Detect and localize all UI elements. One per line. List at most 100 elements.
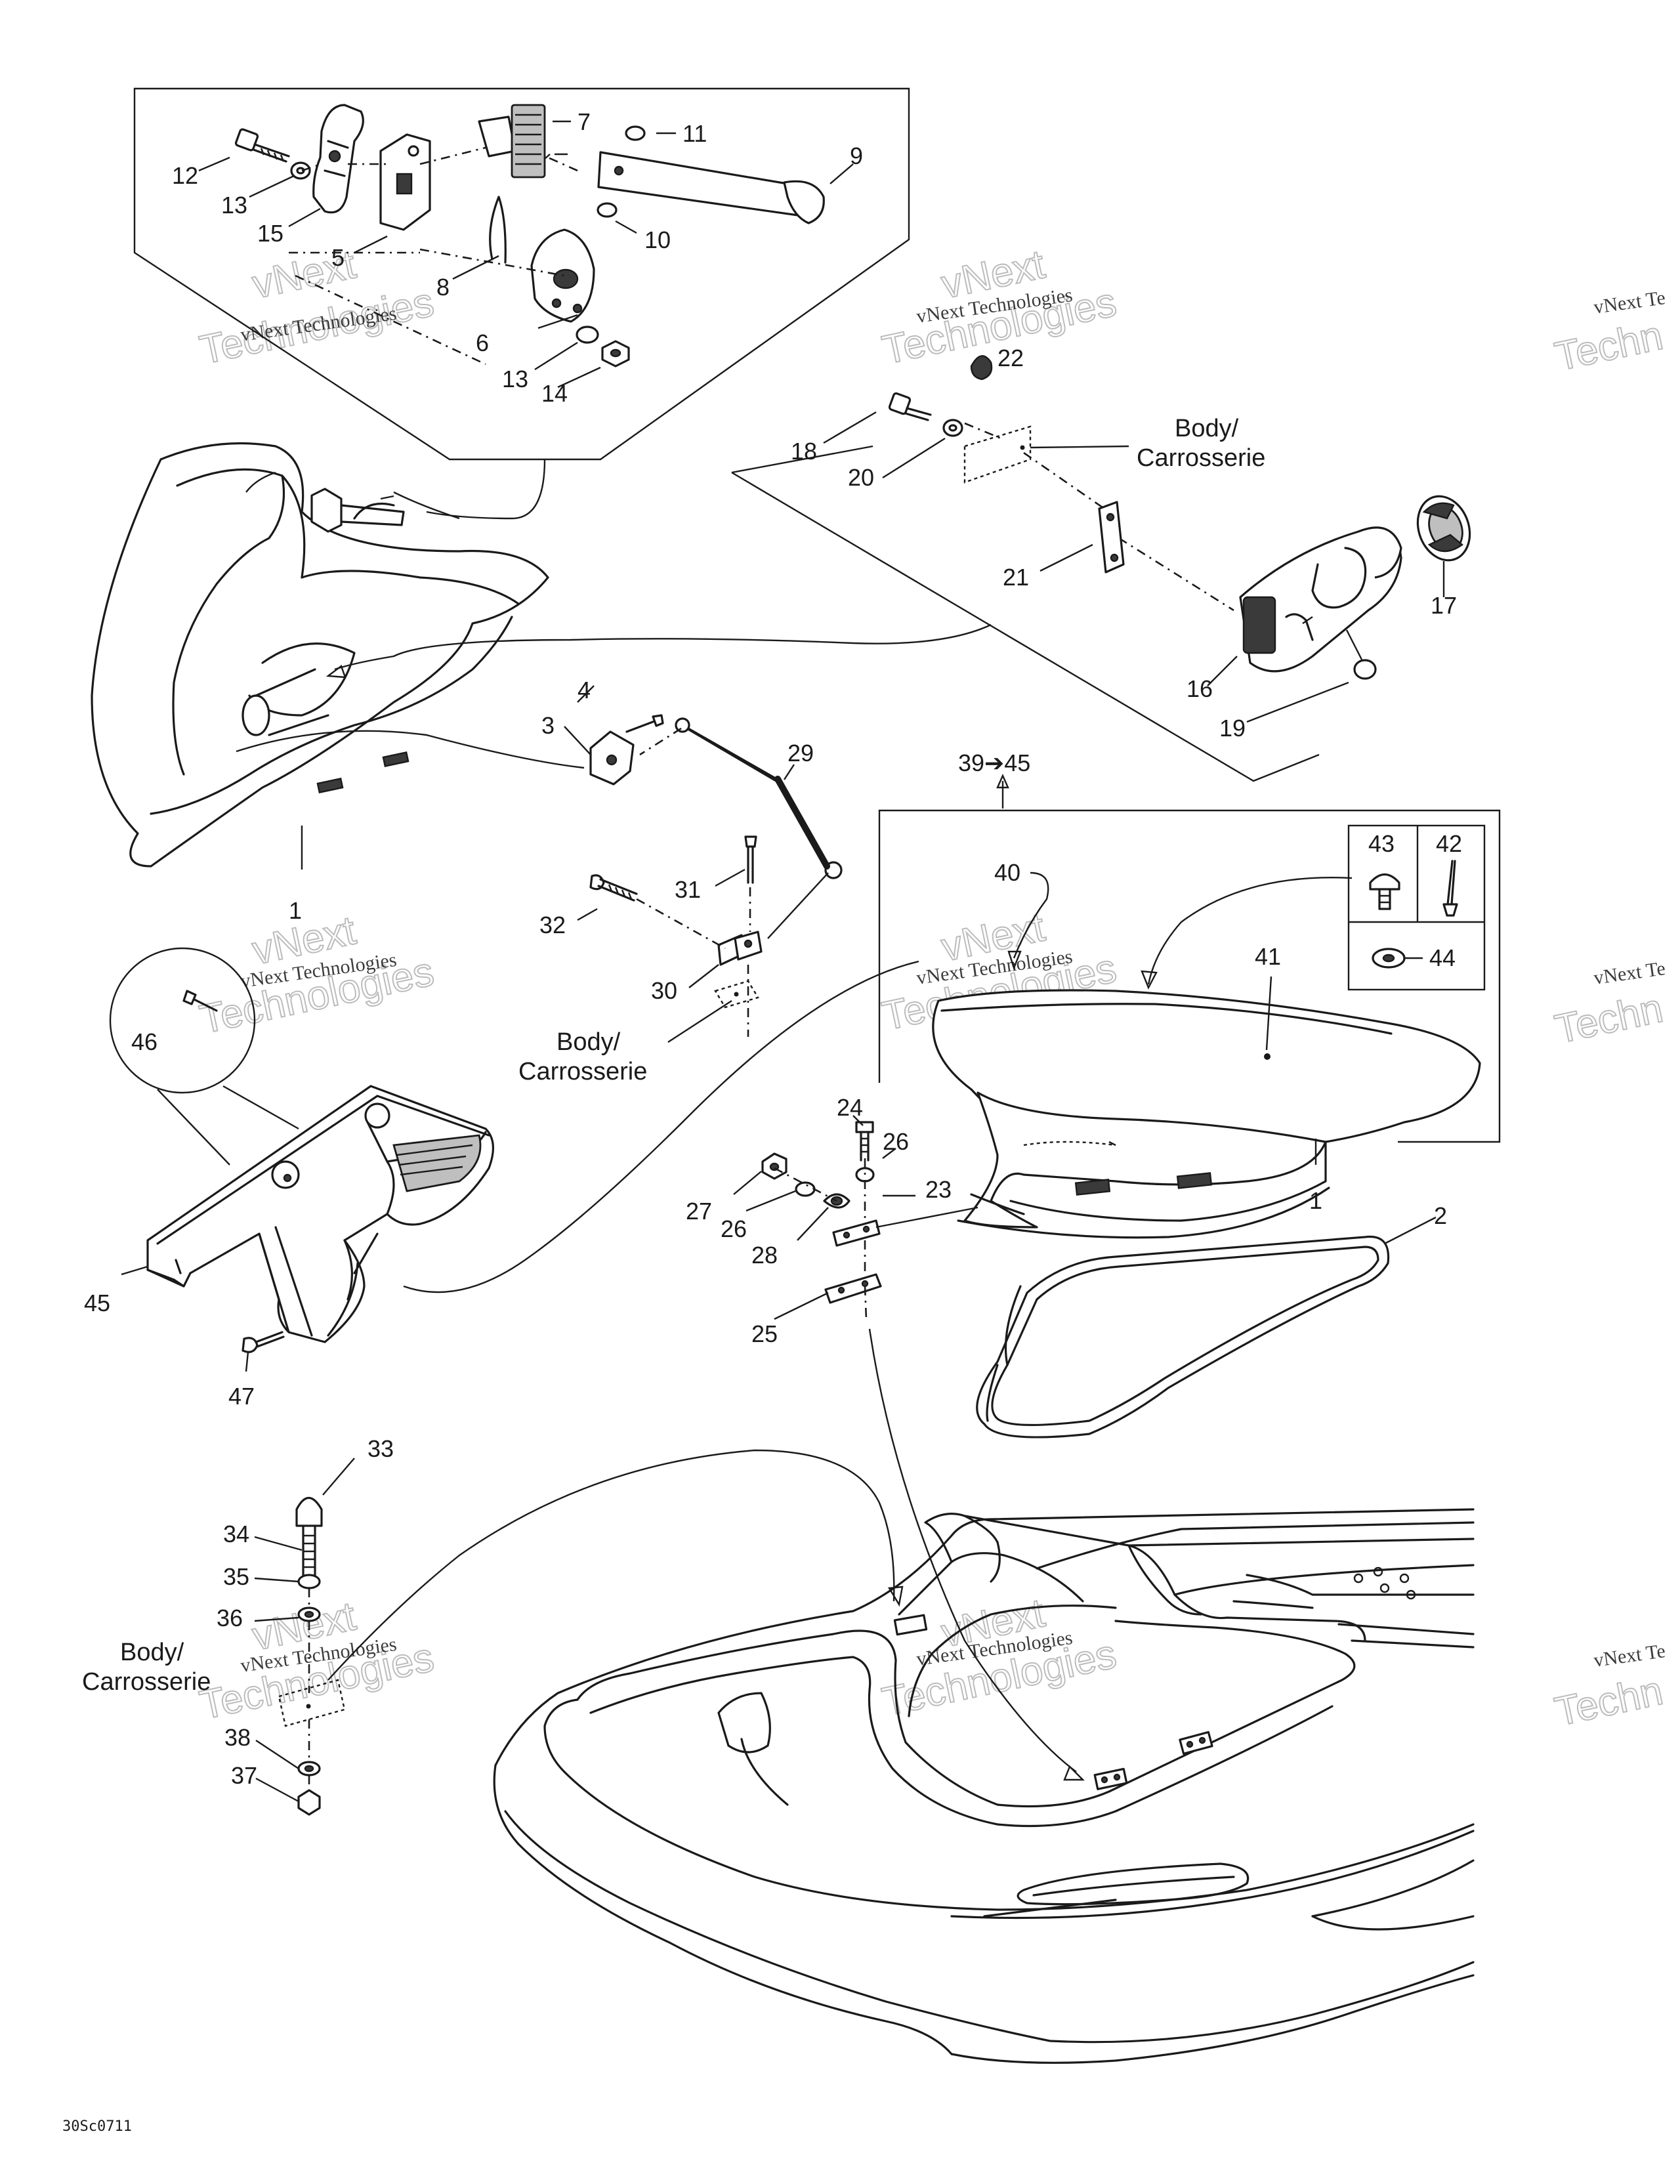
nut-icon (597, 202, 618, 218)
screw-icon (589, 874, 638, 902)
callout-39-45: 39➔45 (958, 749, 1030, 776)
washer-icon (576, 326, 599, 344)
callout-37: 37 (231, 1762, 257, 1789)
washer-icon (942, 419, 963, 437)
callout-43: 43 (1368, 830, 1395, 857)
callout-7: 7 (578, 108, 591, 135)
callout-47: 47 (228, 1383, 255, 1410)
nut-icon (297, 1789, 321, 1816)
callout-6: 6 (476, 329, 489, 356)
callout-35: 35 (223, 1563, 249, 1590)
watermark: vNext Technologies vNext Technologies (878, 1589, 1121, 1725)
carrosserie-label-top: Carrosserie (1137, 444, 1265, 472)
callout-15: 15 (257, 220, 284, 247)
seat-seal-icon (976, 1235, 1390, 1438)
watermark: vNext Technologies vNext Technologies (196, 241, 438, 373)
bolt-icon (855, 1121, 874, 1162)
callout-29: 29 (788, 740, 814, 766)
callout-5: 5 (331, 244, 345, 271)
callout-21: 21 (1003, 564, 1029, 591)
callout-12: 12 (172, 162, 198, 189)
storage-cup-detail-frame (731, 355, 1471, 782)
body-label-top: Body/ (1175, 415, 1239, 442)
stud-icon (744, 835, 757, 884)
plate-icon (832, 1219, 881, 1247)
callout-36: 36 (217, 1605, 243, 1631)
callout-22: 22 (998, 345, 1024, 371)
callout-28: 28 (751, 1242, 778, 1269)
callout-2: 2 (1434, 1202, 1447, 1229)
hinge-bracket-icon (589, 730, 635, 786)
front-storage-cover (91, 442, 549, 868)
spring-clip-icon (489, 196, 507, 264)
callout-9: 9 (850, 142, 863, 169)
nut-icon (1353, 659, 1377, 680)
rear-handle-icon (146, 1085, 495, 1343)
storage-cup-icon (1239, 526, 1402, 673)
watermark-partial: vNext Te Techn vNext Te Techn vNext Te T… (1551, 287, 1668, 1736)
svg-text:Techn: Techn (1551, 1668, 1667, 1735)
rivet-icon (1369, 873, 1400, 910)
callout-4: 4 (578, 677, 591, 704)
carrosserie-label-low: Carrosserie (82, 1668, 211, 1696)
body-label-mid: Body/ (556, 1028, 621, 1056)
callout-27: 27 (686, 1198, 712, 1225)
callout-26b: 26 (721, 1215, 747, 1242)
leader-lines (121, 120, 1445, 1803)
callout-34: 34 (223, 1521, 249, 1547)
washer-icon (297, 1574, 321, 1589)
callout-31: 31 (675, 876, 701, 903)
callout-16: 16 (1186, 675, 1213, 702)
callout-20: 20 (848, 464, 874, 491)
callout-38: 38 (224, 1724, 251, 1751)
callout-45: 45 (84, 1290, 110, 1316)
svg-text:vNext Te: vNext Te (1592, 957, 1666, 989)
callout-33: 33 (368, 1435, 394, 1462)
seat-detail-frame (878, 774, 1501, 1143)
callout-14: 14 (541, 380, 568, 407)
callout-25: 25 (751, 1320, 778, 1347)
watermark: vNext Technologies vNext Technologies (196, 907, 438, 1043)
latch-icon (478, 104, 546, 178)
callout-1b: 1 (1309, 1187, 1322, 1214)
callout-13b: 13 (502, 366, 528, 392)
callout-10: 10 (644, 226, 671, 253)
cap-icon (1416, 495, 1471, 562)
callout-46: 46 (131, 1028, 158, 1055)
callout-24: 24 (837, 1094, 863, 1121)
gas-spring-icon (675, 717, 843, 879)
figure-reference: 30Sc0711 (62, 2118, 132, 2135)
callout-13: 13 (221, 192, 247, 219)
bumper-bolt-icon (295, 1497, 323, 1576)
callout-1a: 1 (289, 897, 302, 924)
callout-3: 3 (541, 712, 555, 739)
screw-icon (242, 1331, 285, 1353)
nut-icon (761, 1152, 788, 1180)
callout-30: 30 (651, 977, 677, 1004)
watercraft-hull (493, 1508, 1475, 2064)
carrosserie-label-mid: Carrosserie (518, 1058, 647, 1085)
nut-icon (601, 340, 630, 368)
callout-23: 23 (925, 1176, 952, 1203)
callout-8: 8 (436, 274, 450, 301)
callout-11: 11 (682, 120, 707, 147)
pin-icon (625, 714, 664, 733)
bolt-icon (234, 128, 290, 163)
callout-19: 19 (1219, 715, 1246, 742)
callout-41: 41 (1255, 943, 1281, 970)
mount-plate-icon (379, 133, 431, 231)
seat-icon (932, 989, 1481, 1239)
nut-icon (625, 125, 646, 141)
bracket-icon (717, 931, 763, 966)
svg-text:vNext Te: vNext Te (1592, 1640, 1666, 1671)
detail-circle (109, 947, 299, 1166)
handle-bracket-icon (312, 104, 364, 214)
pin-icon (1442, 860, 1458, 917)
washer-icon (290, 161, 311, 180)
washer-icon (795, 1181, 816, 1197)
callout-26a: 26 (883, 1128, 909, 1155)
body-label-low: Body/ (120, 1639, 184, 1666)
plate-icon (824, 1273, 882, 1304)
callouts: 7 11 9 12 13 15 5 10 8 6 13 14 22 18 20 … (82, 108, 1462, 1789)
